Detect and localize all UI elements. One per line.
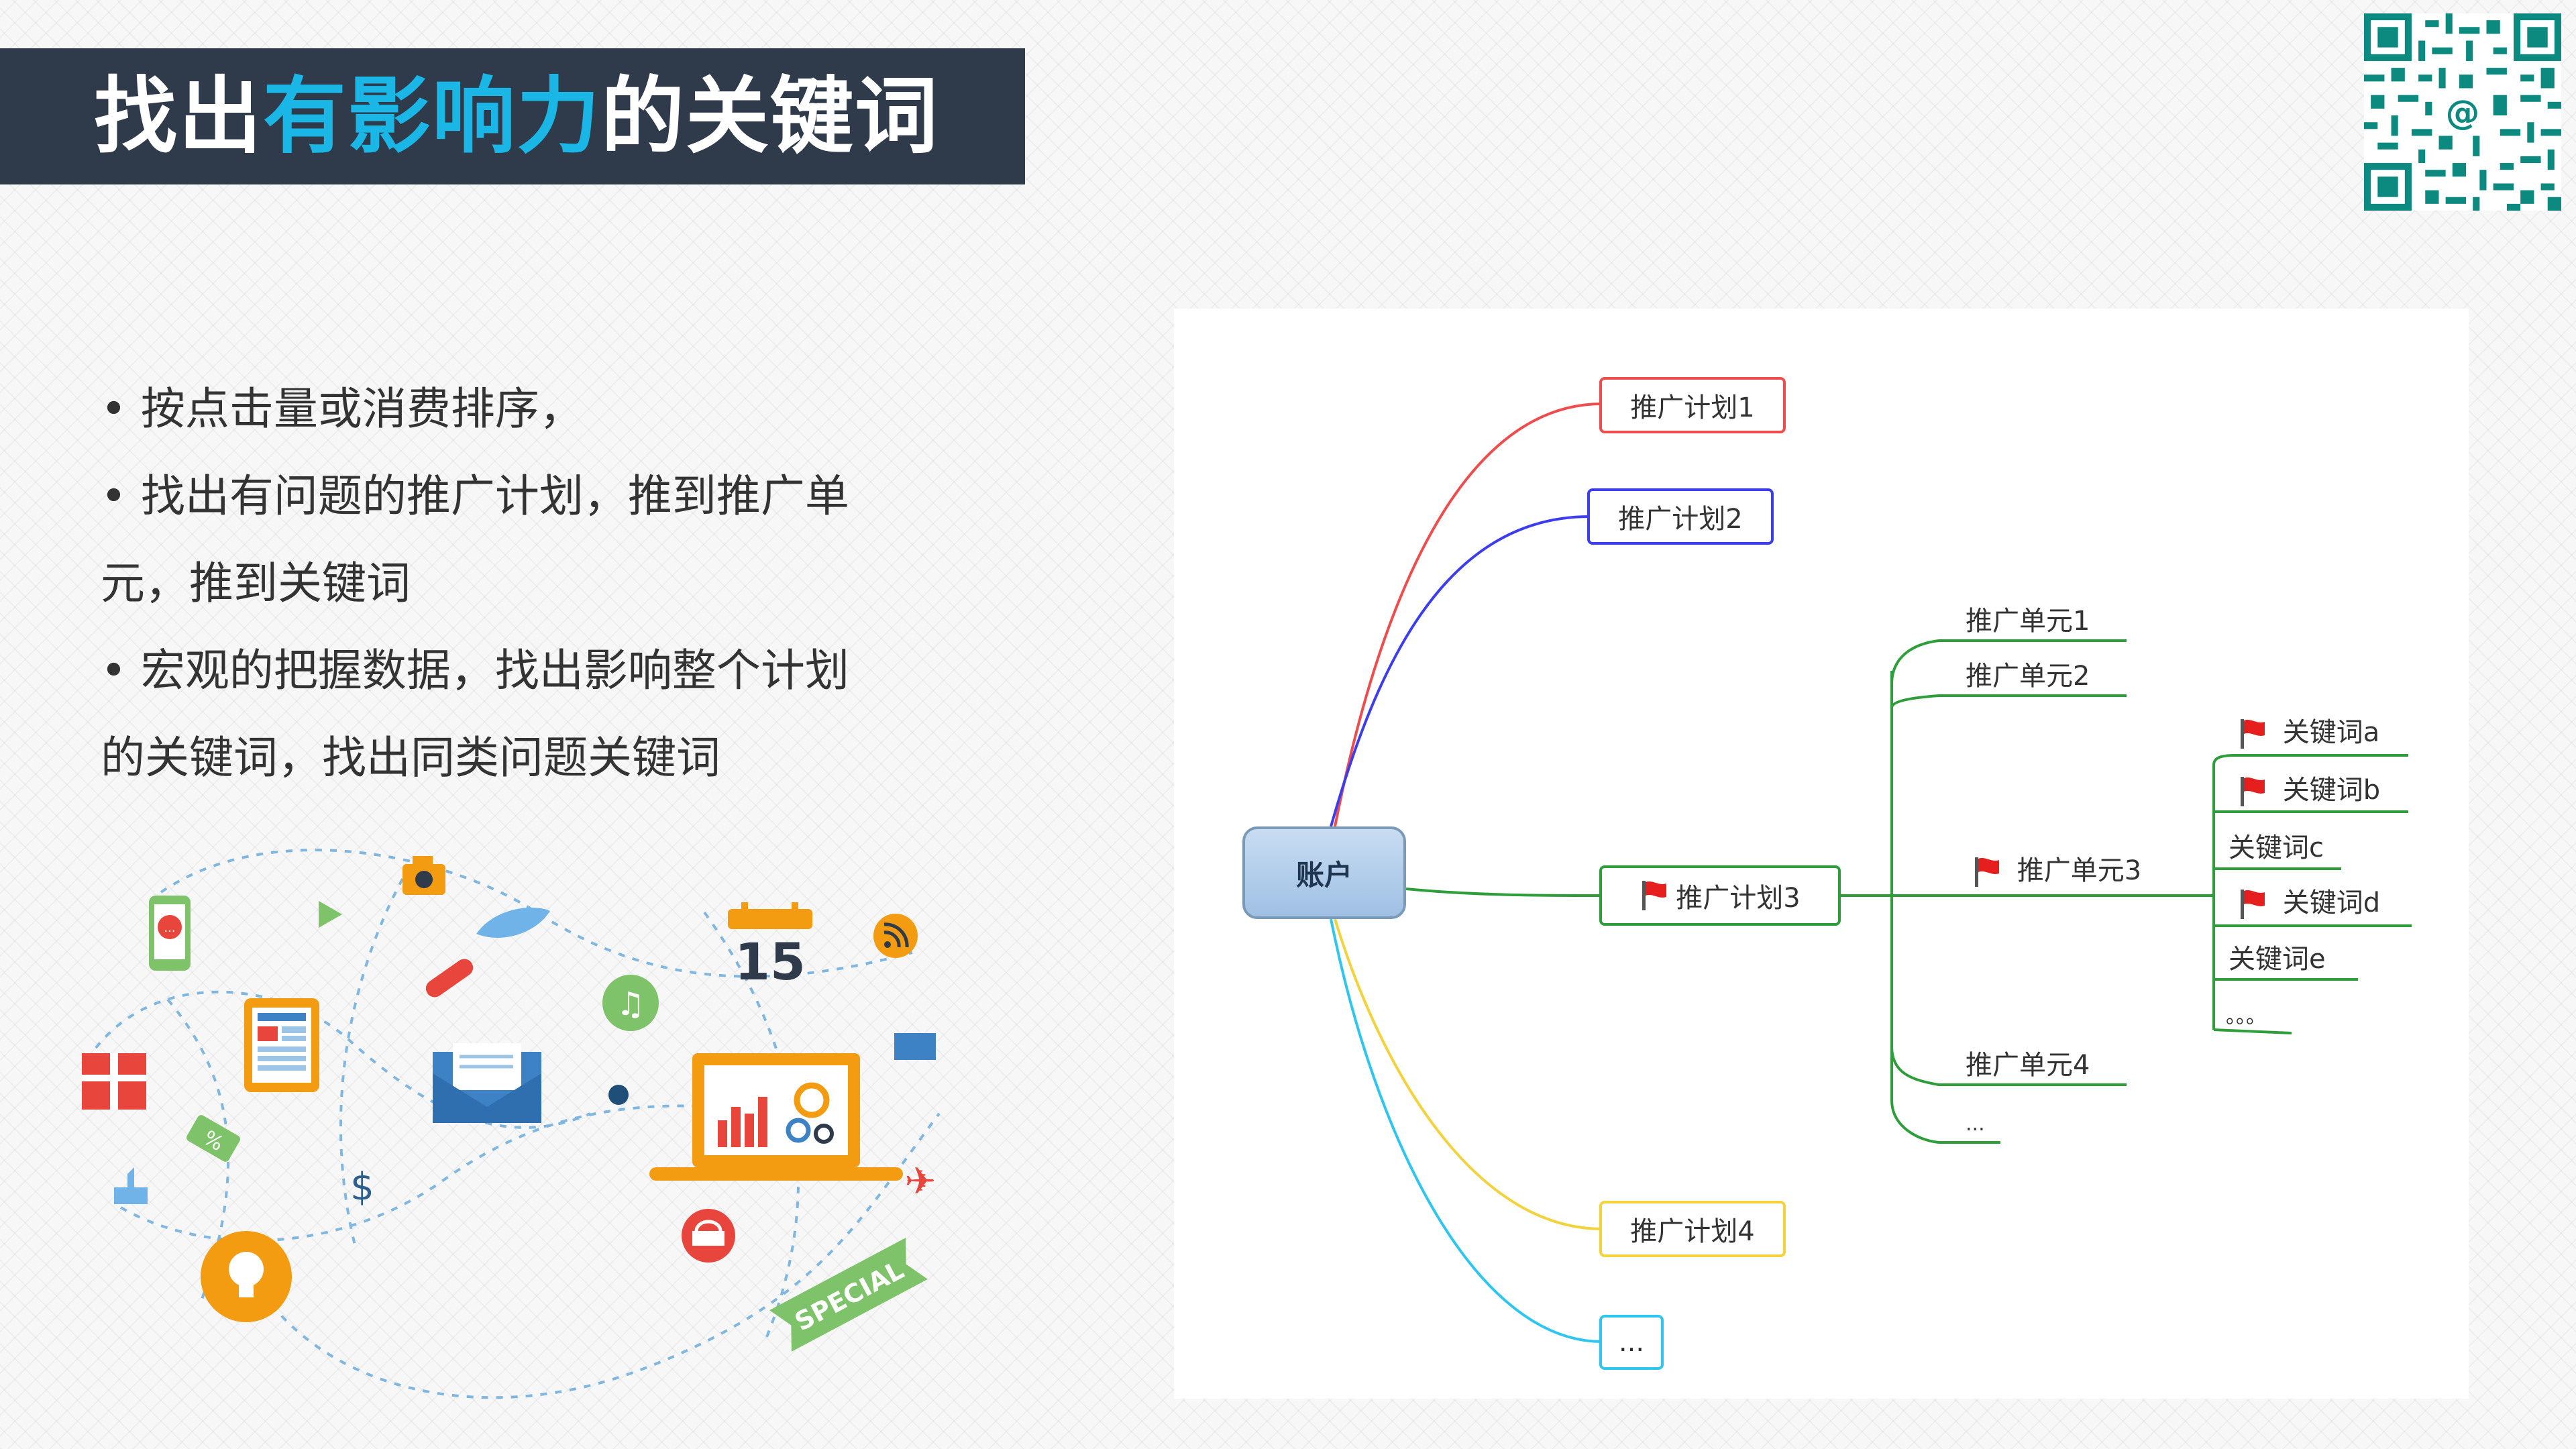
unit-item-1[interactable]: 推广单元1	[1966, 602, 2090, 640]
basket-icon	[682, 1209, 735, 1263]
unit-item-2[interactable]: 推广单元2	[1966, 657, 2090, 695]
unit-label-4: 推广单元4	[1966, 1050, 2090, 1081]
marketing-illustration: ... ♫ 15	[82, 849, 941, 1399]
plan-label-3: 推广计划3	[1676, 883, 1801, 914]
unit-label-3: 推广单元3	[2017, 855, 2142, 886]
flag-icon	[1642, 881, 1667, 910]
browser-icon	[244, 998, 319, 1092]
keyword-label-a: 关键词a	[2282, 717, 2380, 748]
flag-icon	[2241, 777, 2265, 806]
pill-icon	[425, 959, 474, 998]
bullet-line-2: • 找出有问题的推广计划，推到推广单	[101, 470, 849, 522]
dot-icon	[608, 1085, 629, 1105]
title-part2: 的关键词	[601, 68, 940, 165]
unit-item-5[interactable]: ...	[1966, 1106, 1985, 1143]
play-icon	[319, 901, 342, 928]
keyword-item-b[interactable]: 关键词b	[2238, 771, 2380, 809]
music-icon: ♫	[602, 975, 659, 1031]
dollar-symbol: $	[350, 1165, 374, 1209]
plan-node-5[interactable]: ...	[1599, 1315, 1664, 1370]
email-icon	[894, 1033, 936, 1060]
root-label: 账户	[1295, 858, 1352, 892]
laptop-icon	[649, 1053, 903, 1181]
keyword-label-c: 关键词c	[2229, 833, 2324, 863]
keyword-item-c[interactable]: 关键词c	[2229, 829, 2324, 867]
unit-label-5: ...	[1966, 1112, 1985, 1136]
flag-icon	[2241, 890, 2265, 919]
phone-icon: ...	[149, 896, 191, 971]
keyword-item-e[interactable]: 关键词e	[2229, 941, 2326, 978]
unit-label-1: 推广单元1	[1966, 606, 2090, 637]
unit-item-3[interactable]: 推广单元3	[1972, 852, 2141, 890]
rss-icon	[873, 914, 918, 958]
title-highlight: 有影响力	[263, 68, 602, 165]
plan-label-5: ...	[1618, 1327, 1645, 1358]
thumbs-up-icon	[114, 1167, 148, 1204]
mail-icon	[433, 1043, 541, 1123]
keyword-label-more: 。。。	[2226, 1005, 2266, 1028]
flag-icon	[1975, 857, 1999, 887]
plan-node-3[interactable]: 推广计划3	[1599, 865, 1841, 926]
svg-text:@: @	[2446, 93, 2480, 132]
lightbulb-icon	[201, 1231, 292, 1322]
qr-code-icon: @	[2364, 13, 2561, 211]
bullet-line-4: • 宏观的把握数据，找出影响整个计划	[101, 645, 849, 696]
flag-icon	[2241, 719, 2265, 749]
bullet-line-5: 的关键词，找出同类问题关键词	[101, 732, 720, 784]
keyword-item-d[interactable]: 关键词d	[2238, 884, 2380, 922]
calendar-day: 15	[735, 932, 806, 991]
mindmap-root-account[interactable]: 账户	[1242, 826, 1406, 919]
gift-icon	[82, 1053, 146, 1110]
airplane-icon: ✈	[905, 1160, 936, 1203]
svg-text:♫: ♫	[616, 985, 645, 1023]
keyword-label-e: 关键词e	[2229, 944, 2326, 975]
keyword-label-d: 关键词d	[2282, 888, 2381, 918]
unit-item-4[interactable]: 推广单元4	[1966, 1046, 2090, 1084]
plan-label-1: 推广计划1	[1630, 392, 1755, 423]
plan-label-2: 推广计划2	[1618, 504, 1743, 535]
plan-node-2[interactable]: 推广计划2	[1587, 488, 1774, 545]
keyword-item-more[interactable]: 。。。	[2226, 998, 2266, 1036]
keyword-item-a[interactable]: 关键词a	[2238, 714, 2379, 751]
keyword-label-b: 关键词b	[2282, 775, 2381, 806]
bullet-line-1: • 按点击量或消费排序，	[101, 383, 584, 435]
unit-label-2: 推广单元2	[1966, 661, 2090, 692]
bullet-line-3: 元，推到关键词	[101, 557, 411, 609]
title-bar: 找出有影响力的关键词	[0, 48, 1025, 184]
plan-label-4: 推广计划4	[1630, 1216, 1755, 1247]
plan-node-1[interactable]: 推广计划1	[1599, 377, 1786, 433]
svg-text:...: ...	[164, 921, 175, 935]
bullet-list: • 按点击量或消费排序， • 找出有问题的推广计划，推到推广单 元，推到关键词 …	[101, 366, 946, 802]
calendar-icon: 15	[728, 902, 812, 991]
leaf-icon	[476, 907, 550, 938]
camera-icon	[402, 856, 445, 895]
title-part1: 找出	[94, 68, 264, 165]
plan-node-4[interactable]: 推广计划4	[1599, 1201, 1786, 1257]
page-title: 找出有影响力的关键词	[94, 60, 939, 173]
